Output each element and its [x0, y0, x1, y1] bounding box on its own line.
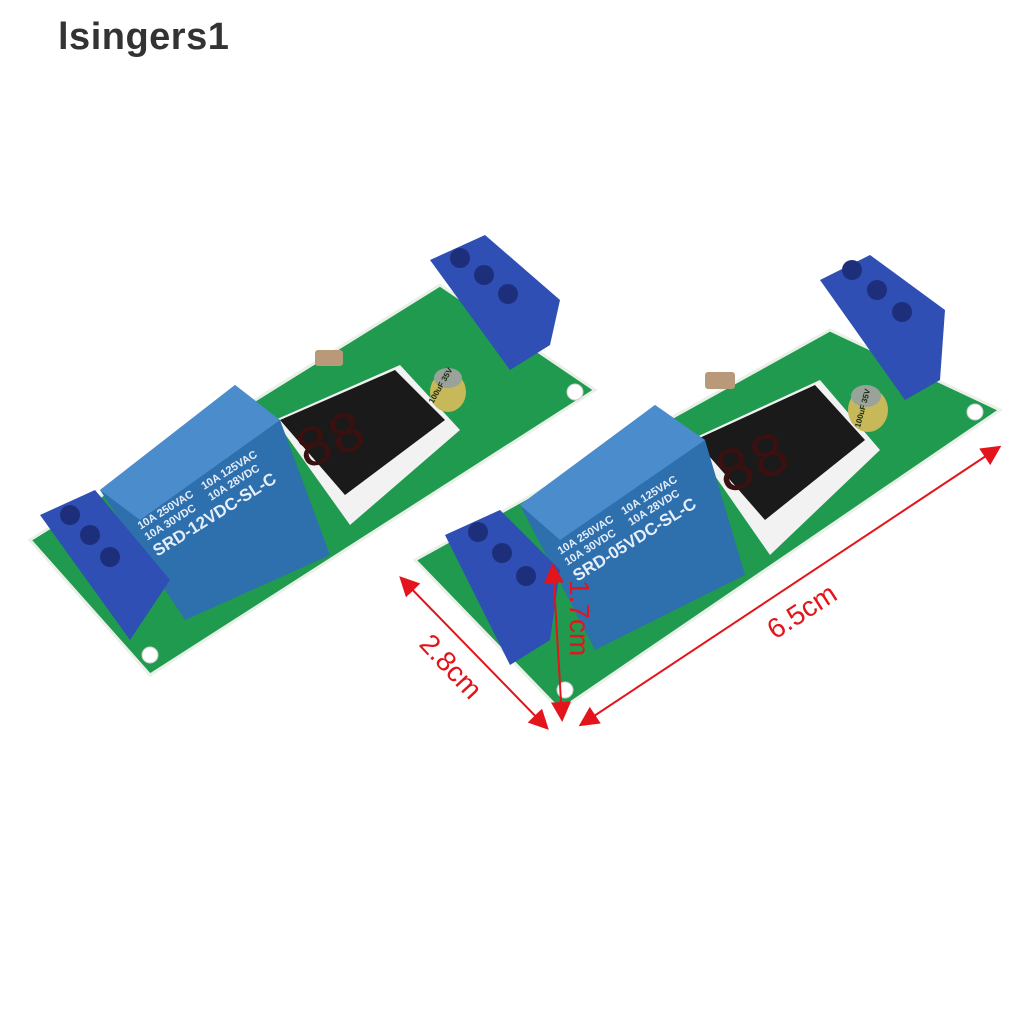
terminal-block-right [820, 255, 945, 400]
terminal-block-left [40, 490, 170, 640]
capacitor: 100uF 35V [427, 366, 466, 412]
length-arrow [578, 445, 1002, 727]
push-button [705, 372, 735, 389]
width-arrow [399, 576, 549, 730]
push-button [315, 350, 343, 366]
relay: 10A 250VAC 10A 125VAC 10A 30VDC 10A 28VD… [100, 385, 330, 620]
height-label: 1.7cm [564, 580, 595, 656]
width-label: 2.8cm [414, 628, 489, 705]
watermark: lsingers1 [58, 16, 230, 58]
capacitor: 100uF 35V [848, 385, 888, 432]
height-arrow [543, 563, 572, 722]
length-label: 6.5cm [761, 578, 842, 646]
terminal-block-right [430, 235, 560, 370]
relay-board-left: 88 100uF 35V 10A 250VAC 10A 125VAC 10A 3… [27, 235, 598, 677]
